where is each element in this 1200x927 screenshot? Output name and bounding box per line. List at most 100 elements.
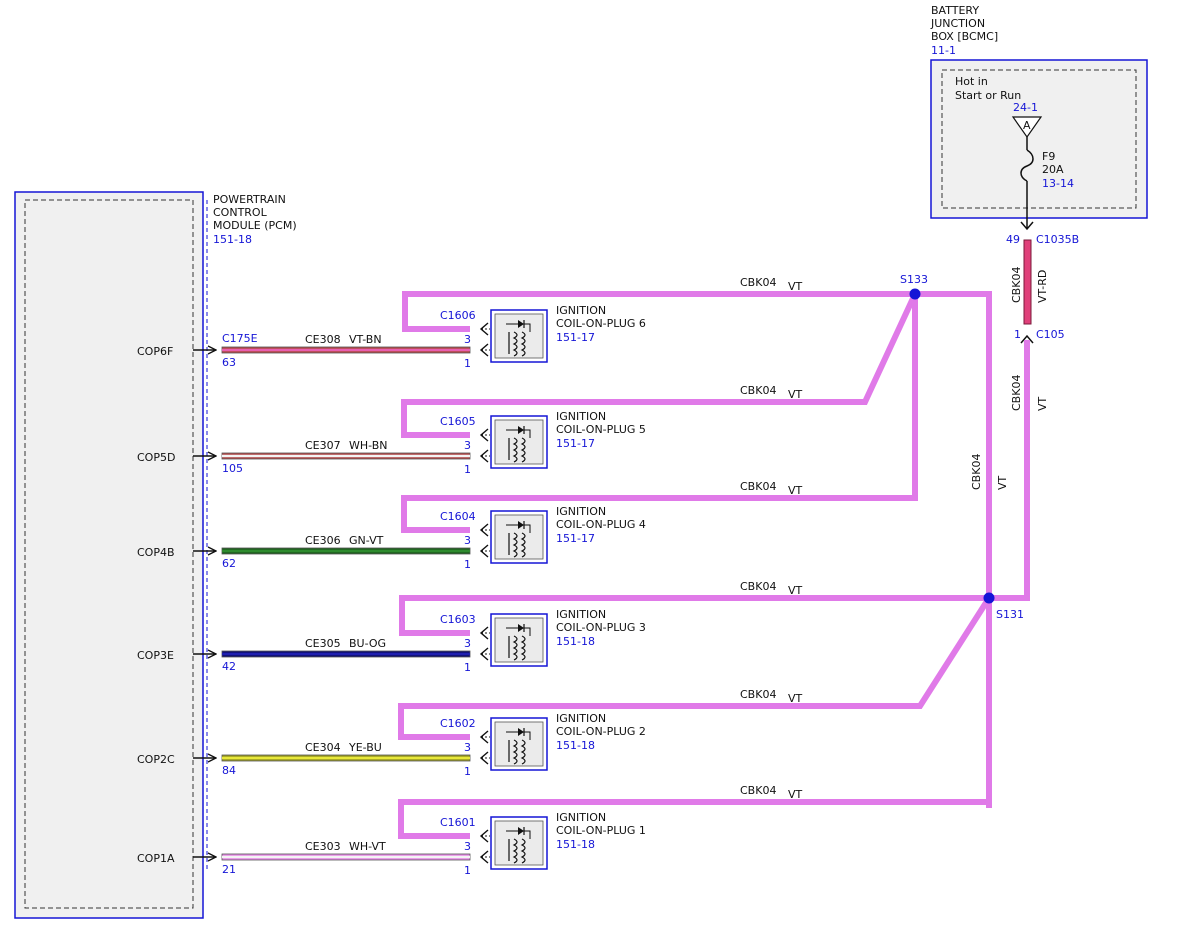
coil-connector[interactable]: C1603 xyxy=(440,613,476,626)
coil-winding-icon xyxy=(512,635,518,661)
coil-ref[interactable]: 151-18 xyxy=(556,739,595,752)
coil-winding-icon xyxy=(512,739,518,765)
pcm-title-line-3: MODULE (PCM) xyxy=(213,219,297,232)
coil-feed-wire xyxy=(398,596,992,740)
feed-triangle-icon xyxy=(1011,116,1043,139)
bjb-ref[interactable]: 11-1 xyxy=(931,44,956,57)
pcm-connector[interactable]: C175E xyxy=(222,332,258,345)
coil-feed-wire xyxy=(402,291,915,332)
signal-circuit: CE303 xyxy=(305,840,341,853)
splice-s131-label: S131 xyxy=(996,608,1024,621)
coil-feed-wire xyxy=(399,595,989,636)
bjb-hot-line-1: Hot in xyxy=(955,75,988,88)
coil-title-line-1: IGNITION xyxy=(556,505,606,518)
coil-connector[interactable]: C1605 xyxy=(440,415,476,428)
coil-connector[interactable]: C1604 xyxy=(440,510,476,523)
bjb-title-line-2: JUNCTION xyxy=(930,17,985,30)
coil-feed-color: VT xyxy=(788,788,803,801)
coil-pin-signal: 1 xyxy=(464,661,471,674)
signal-wire-color: WH-BN xyxy=(349,439,388,452)
signal-circuit: CE306 xyxy=(305,534,341,547)
signal-wire-color: VT-BN xyxy=(349,333,382,346)
signal-wire-color: BU-OG xyxy=(349,637,386,650)
pcm-signal-name: COP6F xyxy=(137,345,173,358)
signal-wire-color: YE-BU xyxy=(348,741,382,754)
coil-connector[interactable]: C1601 xyxy=(440,816,476,829)
coil-feed-circuit: CBK04 xyxy=(740,688,776,701)
c105-connector[interactable]: C105 xyxy=(1036,328,1065,341)
coil-ref[interactable]: 151-17 xyxy=(556,532,595,545)
pcm-pin-number: 42 xyxy=(222,660,236,673)
coil-winding-icon xyxy=(520,838,526,864)
signal-wire-stripe xyxy=(222,454,470,458)
pcm-pin-number: 105 xyxy=(222,462,243,475)
pcm-signal-name: COP2C xyxy=(137,753,175,766)
coil-connector[interactable]: C1606 xyxy=(440,309,476,322)
coil-ref[interactable]: 151-18 xyxy=(556,838,595,851)
signal-circuit: CE307 xyxy=(305,439,341,452)
coil-title-line-1: IGNITION xyxy=(556,811,606,824)
splice-s133[interactable]: S133 xyxy=(900,273,928,300)
signal-wire-color: WH-VT xyxy=(349,840,386,853)
splice-s131[interactable]: S131 xyxy=(983,592,1024,622)
bjb-title-line-3: BOX [BCMC] xyxy=(931,30,998,43)
fuse-ref[interactable]: 13-14 xyxy=(1042,177,1074,190)
signal-wire-stripe xyxy=(222,348,470,352)
bjb-feed-ref[interactable]: 24-1 xyxy=(1013,101,1038,114)
coil-feed-color: VT xyxy=(788,692,803,705)
pcm-signal-name: COP4B xyxy=(137,546,175,559)
bjb-pin: 49 xyxy=(1006,233,1020,246)
coil-title-line-1: IGNITION xyxy=(556,410,606,423)
pcm-pin-number: 21 xyxy=(222,863,236,876)
coil-ref[interactable]: 151-17 xyxy=(556,437,595,450)
signal-wire-stripe xyxy=(222,549,470,553)
feed-wire-vt-rd xyxy=(1023,239,1032,325)
coil-feed-color: VT xyxy=(788,280,803,293)
coil-winding-icon xyxy=(520,739,526,765)
coil-feed-circuit: CBK04 xyxy=(740,480,776,493)
coil-pin-power: 3 xyxy=(464,637,471,650)
coil-lead-icon xyxy=(506,731,531,740)
coil-title-line-2: COIL-ON-PLUG 4 xyxy=(556,518,646,531)
coil-ref[interactable]: 151-17 xyxy=(556,331,595,344)
coil-title-line-1: IGNITION xyxy=(556,304,606,317)
diode-icon xyxy=(518,624,524,632)
coil-connector[interactable]: C1602 xyxy=(440,717,476,730)
coil-ref[interactable]: 151-18 xyxy=(556,635,595,648)
coil-feed-color: VT xyxy=(788,484,803,497)
coil-pin-power: 3 xyxy=(464,840,471,853)
coil-lead-icon xyxy=(506,627,531,636)
coil-pin-signal: 1 xyxy=(464,463,471,476)
bjb-title-line-1: BATTERY xyxy=(931,4,979,17)
c105-chevron-icon xyxy=(1020,334,1034,344)
pcm-ref[interactable]: 151-18 xyxy=(213,233,252,246)
signal-circuit: CE304 xyxy=(305,741,341,754)
feed-lower-circuit: CBK04 xyxy=(1010,375,1023,411)
pcm-pin-number: 62 xyxy=(222,557,236,570)
signal-circuit: CE308 xyxy=(305,333,341,346)
fuse-icon xyxy=(1020,149,1034,182)
pcm-module: POWERTRAIN CONTROL MODULE (PCM) 151-18 C… xyxy=(14,191,297,919)
diode-icon xyxy=(518,320,524,328)
coil-winding-icon xyxy=(520,532,526,558)
coil-feed-circuit: CBK04 xyxy=(740,580,776,593)
trunk-wire xyxy=(915,291,992,808)
coil-pin-power: 3 xyxy=(464,333,471,346)
fuse-rating: 20A xyxy=(1042,163,1064,176)
coil-winding-icon xyxy=(512,437,518,463)
pcm-pin-number: 63 xyxy=(222,356,236,369)
coil-winding-icon xyxy=(520,331,526,357)
coil-winding-icon xyxy=(512,838,518,864)
bjb-connector[interactable]: C1035B xyxy=(1036,233,1079,246)
pcm-pin-number: 84 xyxy=(222,764,236,777)
coil-feed-wire xyxy=(398,799,989,839)
signal-circuit: CE305 xyxy=(305,637,341,650)
diode-icon xyxy=(518,426,524,434)
signal-wire-stripe xyxy=(222,756,470,760)
splice-s133-label: S133 xyxy=(900,273,928,286)
battery-feed-wiring: CBK04 VT-RD 1 C105 CBK04 VT xyxy=(989,239,1065,601)
